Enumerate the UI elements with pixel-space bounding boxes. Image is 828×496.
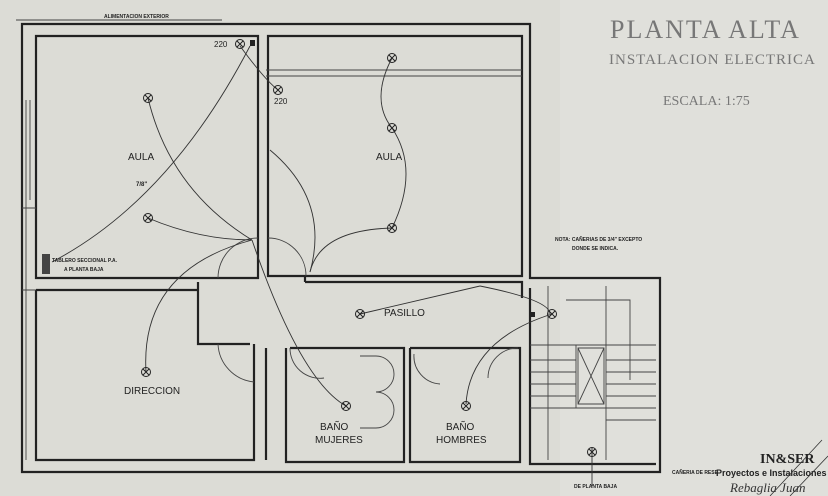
reserve-note: CAÑERIA DE RESE — [672, 469, 719, 476]
voltage-label: 220 — [274, 97, 288, 106]
walls — [16, 19, 662, 474]
room-label-bano-hombres: HOMBRES — [436, 435, 487, 446]
panel-board-icon — [42, 254, 50, 274]
room-label-pasillo: PASILLO — [384, 308, 425, 319]
junction-box-icon — [250, 40, 255, 46]
room-label-bano-hombres: BAÑO — [446, 420, 475, 433]
plan-subtitle: INSTALACION ELECTRICA — [609, 52, 816, 68]
plan-title: PLANTA ALTA — [610, 15, 801, 44]
from-ground-note: DE PLANTA BAJA — [574, 484, 617, 490]
room-label-aula: AULA — [128, 152, 154, 163]
pipe-size-label: 7/8" — [136, 182, 147, 188]
signature-strokes — [769, 439, 828, 496]
plan-scale: ESCALA: 1:75 — [663, 94, 750, 109]
company-stamp: IN&SER — [760, 452, 815, 467]
junction-box-icon — [530, 312, 535, 317]
feed-note: ALIMENTACION EXTERIOR — [104, 14, 169, 20]
light-fixtures — [42, 39, 597, 457]
voltage-label: 220 — [214, 40, 228, 49]
signature: Rebaglia Juan — [729, 480, 805, 495]
room-label-bano-mujeres: BAÑO — [320, 420, 349, 433]
company-tagline: Proyectos e Instalaciones — [716, 468, 827, 478]
room-label-bano-mujeres: MUJERES — [315, 435, 363, 446]
room-label-aula: AULA — [376, 152, 402, 163]
panel-label: TABLERO SECCIONAL P.A. — [52, 258, 118, 264]
room-label-direccion: DIRECCION — [124, 386, 180, 397]
to-ground-label: A PLANTA BAJA — [64, 267, 104, 273]
wiring — [51, 45, 593, 486]
pipes-note-1: NOTA: CAÑERIAS DE 3/4" EXCEPTO — [555, 236, 642, 243]
pipes-note-2: DONDE SE INDICA. — [572, 246, 619, 252]
doors — [217, 237, 519, 429]
